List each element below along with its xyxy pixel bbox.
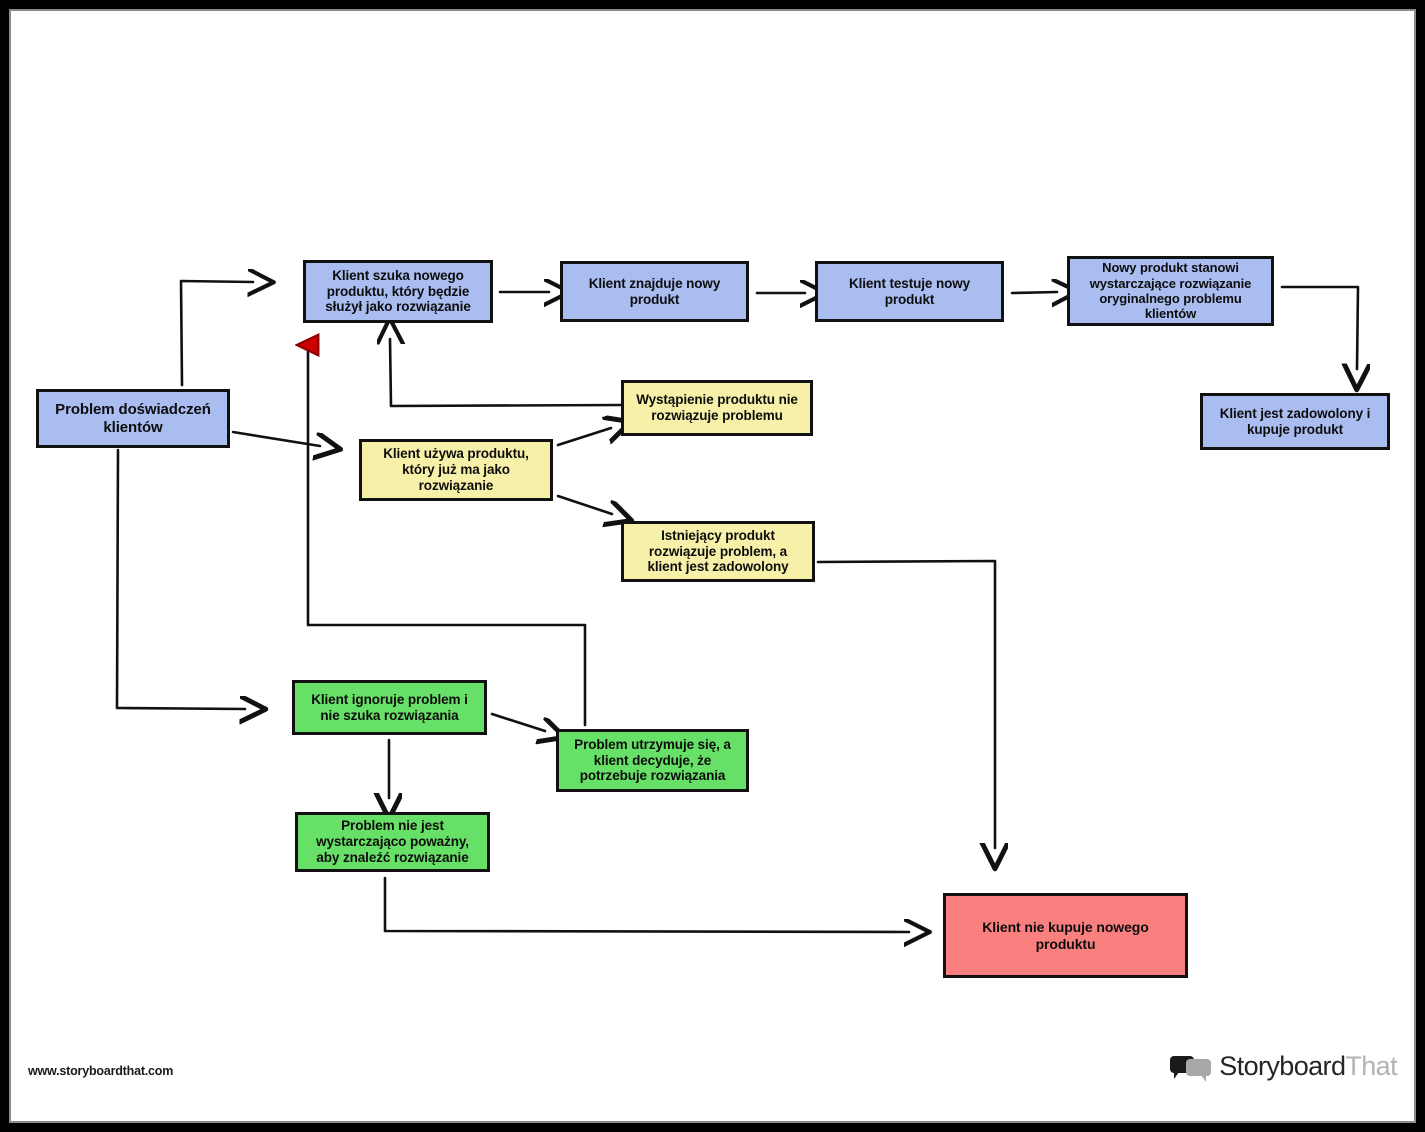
edge-nowy-to-zadowolony [1280, 285, 1358, 369]
logo-wordmark: StoryboardThat [1219, 1051, 1397, 1082]
node-klient-ignoruje[interactable]: Klient ignoruje problem i nie szuka rozw… [292, 680, 487, 735]
node-label: Klient ignoruje problem i nie szuka rozw… [311, 691, 468, 723]
node-label: Klient używa produktu, który już ma jako… [383, 446, 529, 493]
edge-testuje-to-nowy [1010, 292, 1057, 293]
node-klient-zadowolony[interactable]: Klient jest zadowolony i kupuje produkt [1200, 393, 1390, 450]
node-nowy-produkt-stanowi[interactable]: Nowy produkt stanowi wystarczające rozwi… [1067, 256, 1274, 326]
edge-niepowazny-to-niekupuje [383, 876, 909, 932]
node-label: Problem nie jest wystarczająco poważny, … [316, 818, 469, 865]
node-klient-nie-kupuje[interactable]: Klient nie kupuje nowego produktu [943, 893, 1188, 978]
node-klient-znajduje[interactable]: Klient znajduje nowy produkt [560, 261, 749, 322]
node-klient-szuka-nowego[interactable]: Klient szuka nowego produktu, który będz… [303, 260, 493, 323]
edge-problem-to-uzywa [231, 430, 320, 446]
node-istniejacy-produkt[interactable]: Istniejący produkt rozwiązuje problem, a… [621, 521, 815, 582]
node-label: Klient nie kupuje nowego produktu [982, 918, 1149, 952]
node-klient-uzywa-produktu[interactable]: Klient używa produktu, który już ma jako… [359, 439, 553, 501]
edge-istniejacy-to-niekupuje [816, 559, 995, 848]
node-label: Problem doświadczeń klientów [55, 400, 211, 436]
footer-website-url[interactable]: www.storyboardthat.com [28, 1064, 174, 1078]
node-label: Istniejący produkt rozwiązuje problem, a… [647, 527, 789, 575]
speech-bubbles-icon [1170, 1054, 1212, 1082]
node-wystapienie-produktu[interactable]: Wystąpienie produktu nie rozwiązuje prob… [621, 380, 813, 436]
logo-wordmark-secondary: That [1345, 1051, 1397, 1081]
node-problem-doswiadczen[interactable]: Problem doświadczeń klientów [36, 389, 230, 448]
edge-uzywa-to-wystapienie [556, 428, 611, 447]
edge-utrzymuje-to-szuka-red [308, 345, 587, 727]
edge-ignoruje-to-utrzymuje [490, 712, 545, 731]
edge-problem-to-ignoruje [115, 448, 245, 709]
node-klient-testuje[interactable]: Klient testuje nowy produkt [815, 261, 1004, 322]
node-label: Wystąpienie produktu nie rozwiązuje prob… [636, 392, 798, 423]
node-label: Problem utrzymuje się, a klient decyduje… [574, 736, 731, 784]
logo-wordmark-primary: Storyboard [1219, 1051, 1346, 1081]
edge-wystapienie-to-szuka [390, 339, 623, 408]
node-problem-utrzymuje[interactable]: Problem utrzymuje się, a klient decyduje… [556, 729, 749, 792]
node-problem-nie-jest-powazny[interactable]: Problem nie jest wystarczająco poważny, … [295, 812, 490, 872]
node-label: Nowy produkt stanowi wystarczające rozwi… [1089, 260, 1252, 322]
edge-problem-to-szuka [179, 281, 253, 387]
speech-bubble-grey-icon [1186, 1058, 1212, 1082]
node-label: Klient testuje nowy produkt [848, 275, 971, 307]
edge-uzywa-to-istniejacy [556, 494, 612, 514]
storyboardthat-logo[interactable]: StoryboardThat [1170, 1051, 1398, 1082]
node-label: Klient znajduje nowy produkt [588, 275, 721, 307]
node-label: Klient szuka nowego produktu, który będz… [325, 267, 471, 315]
node-label: Klient jest zadowolony i kupuje produkt [1219, 405, 1371, 437]
